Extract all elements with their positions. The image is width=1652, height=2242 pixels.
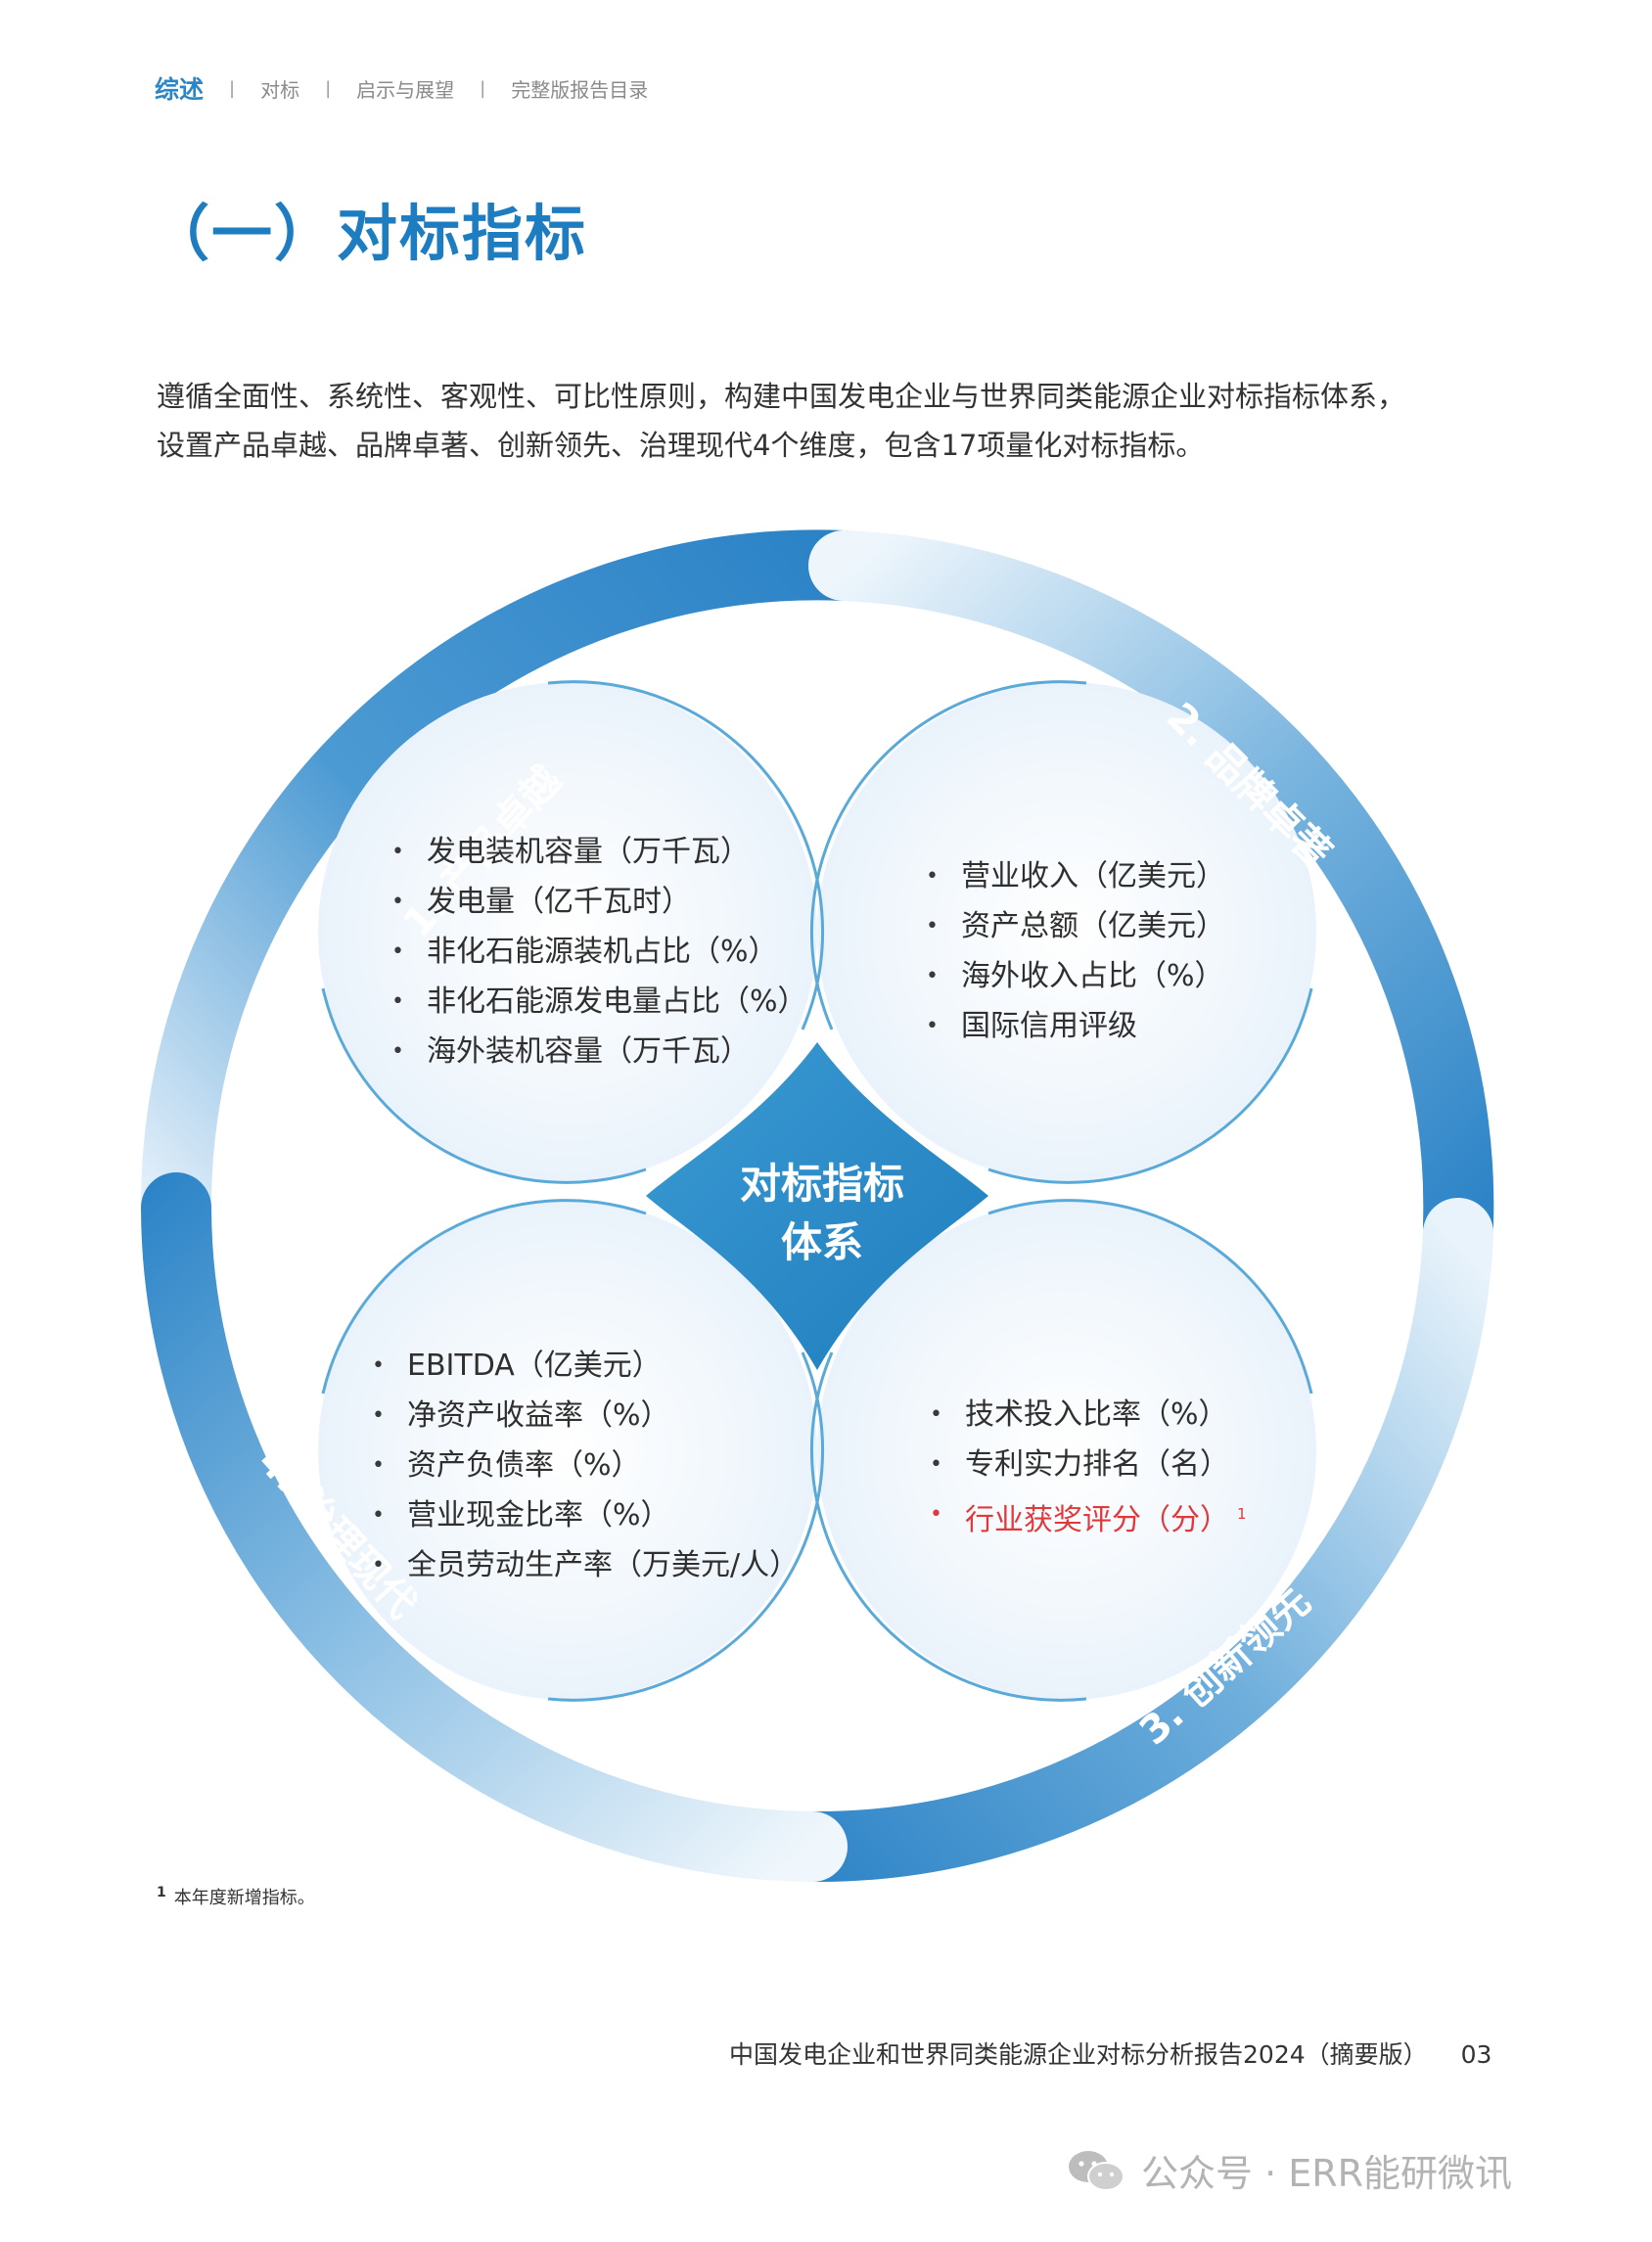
indicator-item: 发电量（亿千瓦时） bbox=[391, 877, 807, 927]
ring-arc-innovation bbox=[777, 1198, 1493, 1883]
center-label-line: 对标指标 bbox=[739, 1160, 904, 1208]
indicator-item: 资产总额（亿美元） bbox=[926, 901, 1225, 951]
indicator-item: 营业收入（亿美元） bbox=[926, 851, 1225, 901]
indicator-item: 非化石能源发电量占比（%） bbox=[391, 977, 807, 1027]
nav-item-benchmark[interactable]: 对标 bbox=[260, 77, 300, 102]
center-diamond bbox=[646, 1042, 988, 1370]
footnote: 1 本年度新增指标。 bbox=[157, 1884, 315, 1909]
page-footer: 中国发电企业和世界同类能源企业对标分析报告2024（摘要版） 03 bbox=[729, 2036, 1491, 2071]
wechat-icon bbox=[1069, 2150, 1124, 2191]
page-number: 03 bbox=[1460, 2040, 1492, 2069]
ring-arc-product bbox=[141, 529, 879, 1235]
top-nav: 综述 | 对标 | 启示与展望 | 完整版报告目录 bbox=[155, 70, 648, 106]
indicator-item: 专利实力排名（名） bbox=[930, 1440, 1247, 1489]
report-title: 中国发电企业和世界同类能源企业对标分析报告2024（摘要版） bbox=[729, 2040, 1428, 2069]
petal-border bbox=[987, 1199, 1313, 1395]
footnote-text: 本年度新增指标。 bbox=[173, 1888, 315, 1908]
indicator-system-diagram: 1. 产品卓越 2. 品牌卓著 3. 创新领先 4. 治理现代 对标指标 体系 … bbox=[0, 528, 1652, 1908]
page-title: （一）对标指标 bbox=[149, 198, 588, 269]
brand-indicators: 营业收入（亿美元） 资产总额（亿美元） 海外收入占比（%） 国际信用评级 bbox=[926, 851, 1225, 1051]
footnote-mark[interactable]: 1 bbox=[1237, 1505, 1247, 1523]
intro-line: 设置产品卓越、品牌卓著、创新领先、治理现代4个维度，包含17项量化对标指标。 bbox=[157, 429, 1205, 462]
center-label: 对标指标 体系 bbox=[724, 1155, 920, 1272]
center-label-line: 体系 bbox=[780, 1218, 863, 1266]
indicator-item: 非化石能源装机占比（%） bbox=[391, 927, 807, 977]
indicator-item: 国际信用评级 bbox=[926, 1001, 1225, 1051]
indicator-item: 海外收入占比（%） bbox=[926, 951, 1225, 1001]
petal-border bbox=[987, 987, 1313, 1184]
nav-item-full-toc[interactable]: 完整版报告目录 bbox=[511, 77, 649, 102]
nav-separator: | bbox=[325, 77, 332, 99]
ring-arc-governance bbox=[141, 1172, 848, 1882]
ring-arc-brand bbox=[808, 530, 1494, 1260]
governance-indicators: EBITDA（亿美元） 净资产收益率（%） 资产负债率（%） 营业现金比率（%）… bbox=[372, 1341, 799, 1590]
watermark: 公众号 · ERR能研微讯 bbox=[1065, 2143, 1512, 2197]
intro-line: 遵循全面性、系统性、客观性、可比性原则，构建中国发电企业与世界同类能源企业对标指… bbox=[157, 380, 1406, 413]
nav-separator: | bbox=[229, 77, 236, 99]
footnote-number: 1 bbox=[157, 1885, 166, 1900]
indicator-item: 全员劳动生产率（万美元/人） bbox=[372, 1540, 799, 1590]
nav-item-insights[interactable]: 启示与展望 bbox=[356, 77, 455, 102]
watermark-text: 公众号 · ERR能研微讯 bbox=[1141, 2152, 1513, 2195]
innovation-indicators: 技术投入比率（%） 专利实力排名（名） 行业获奖评分（分） 1 bbox=[930, 1390, 1247, 1545]
indicator-item-new: 行业获奖评分（分） 1 bbox=[930, 1489, 1247, 1545]
indicator-item: 资产负债率（%） bbox=[372, 1441, 799, 1490]
indicator-item: 技术投入比率（%） bbox=[930, 1390, 1247, 1440]
petal-border bbox=[321, 1199, 647, 1395]
product-indicators: 发电装机容量（万千瓦） 发电量（亿千瓦时） 非化石能源装机占比（%） 非化石能源… bbox=[391, 827, 807, 1076]
petal-border bbox=[809, 1351, 1087, 1702]
nav-item-overview[interactable]: 综述 bbox=[155, 75, 205, 104]
indicator-item: 发电装机容量（万千瓦） bbox=[391, 827, 807, 877]
petal-border bbox=[809, 680, 1087, 1030]
nav-separator: | bbox=[480, 77, 486, 99]
petal-border bbox=[547, 680, 825, 1030]
intro-paragraph: 遵循全面性、系统性、客观性、可比性原则，构建中国发电企业与世界同类能源企业对标指… bbox=[157, 372, 1527, 470]
indicator-item: 净资产收益率（%） bbox=[372, 1391, 799, 1441]
indicator-item: 海外装机容量（万千瓦） bbox=[391, 1027, 807, 1076]
indicator-item: EBITDA（亿美元） bbox=[372, 1341, 799, 1391]
petal-border bbox=[547, 1351, 825, 1702]
indicator-item: 营业现金比率（%） bbox=[372, 1490, 799, 1540]
petal-border bbox=[321, 987, 647, 1184]
indicator-text: 行业获奖评分（分） bbox=[965, 1503, 1229, 1537]
